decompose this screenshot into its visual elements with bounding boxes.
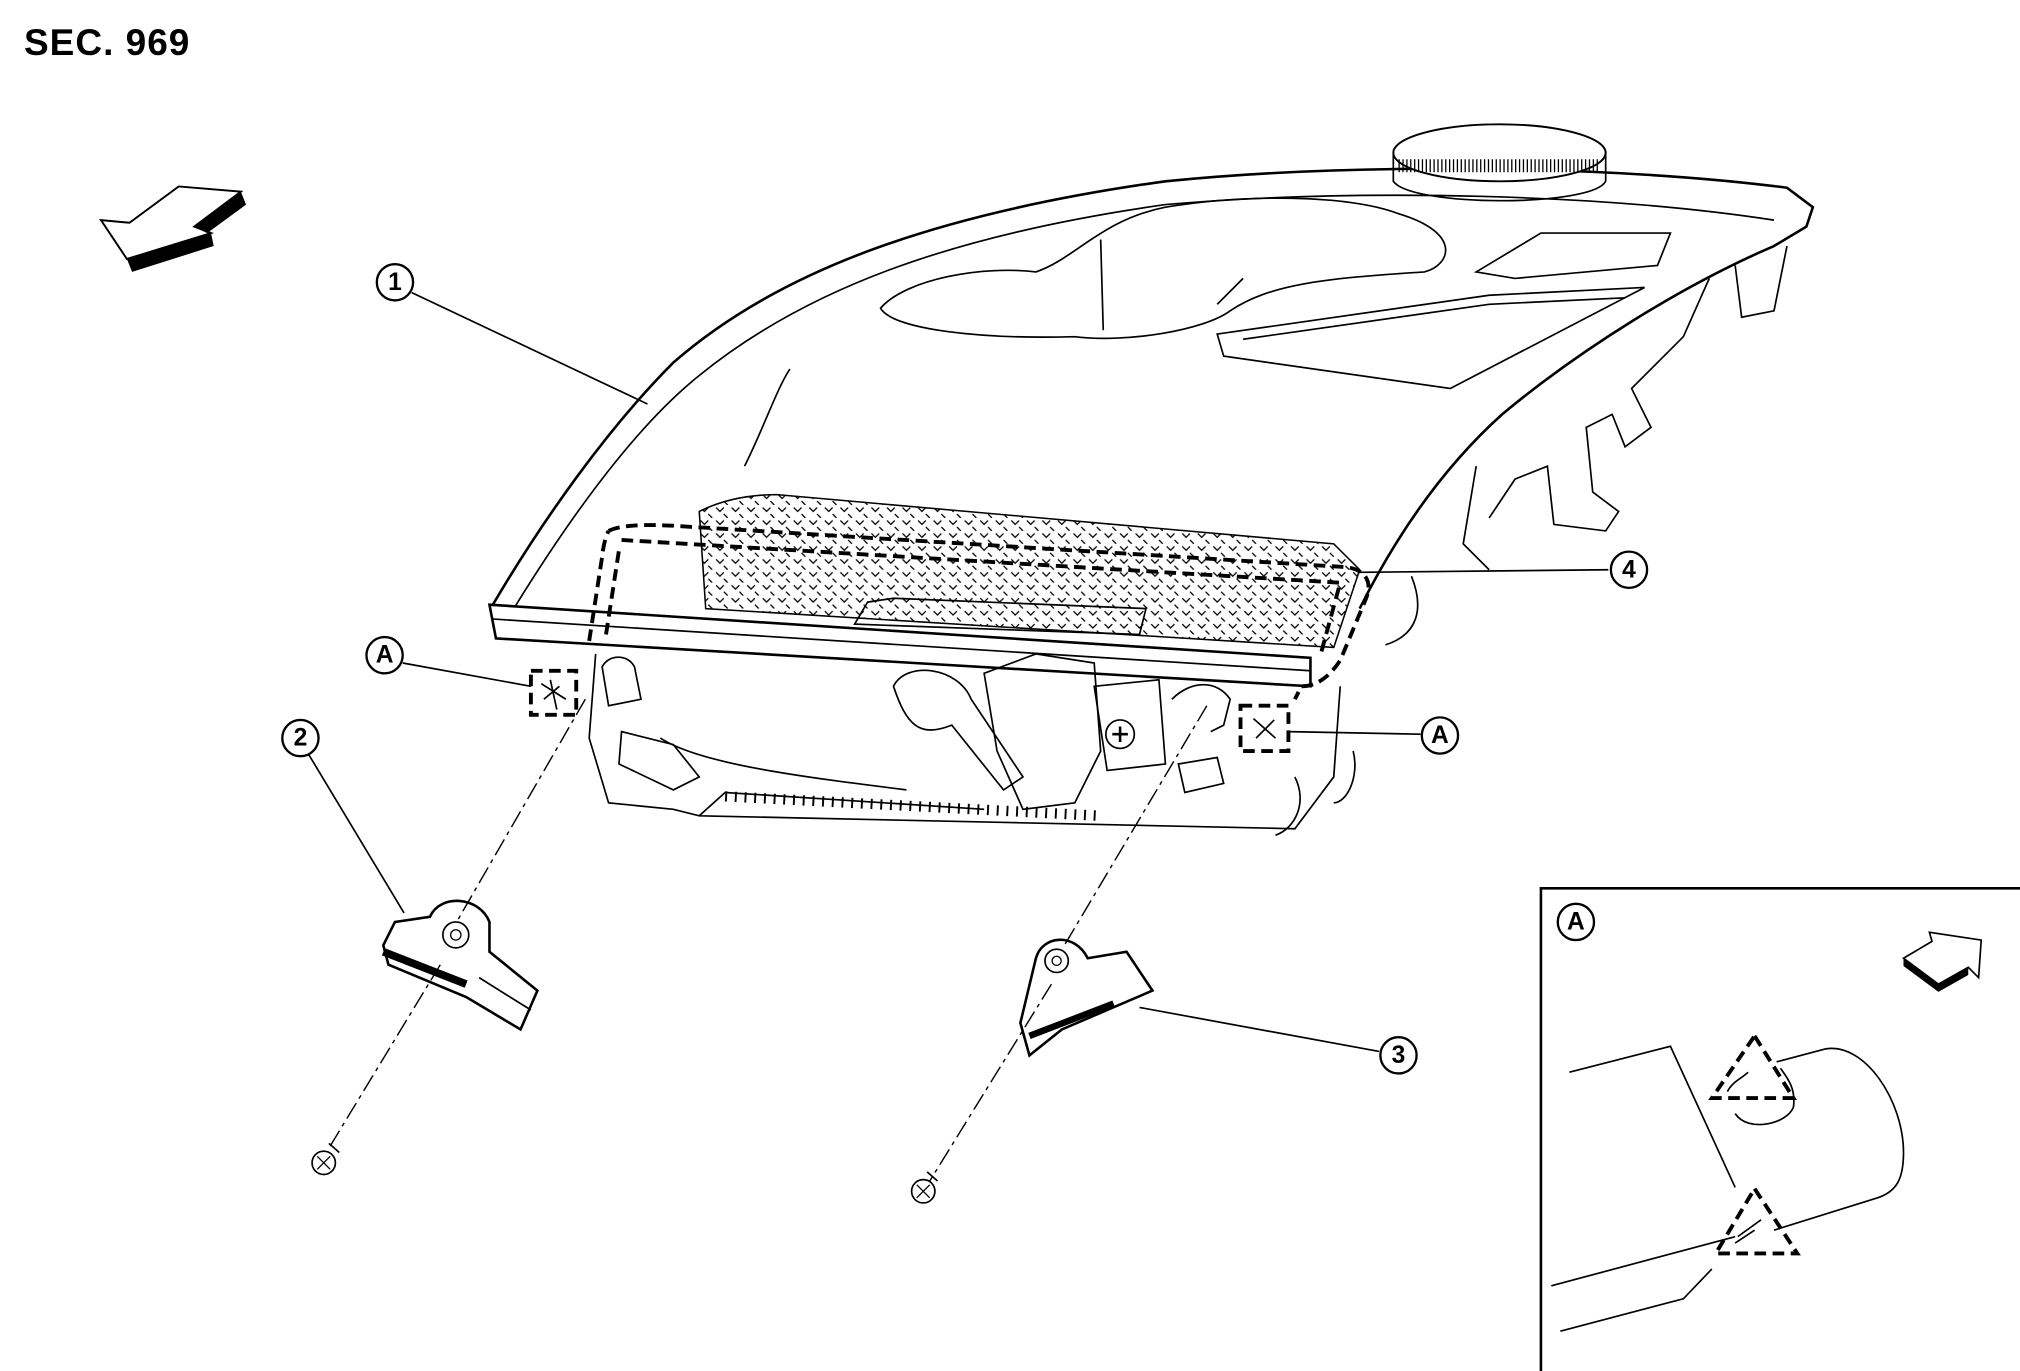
svg-text:A: A	[1431, 722, 1449, 749]
install-line-left-lower	[329, 964, 441, 1147]
callout-part-3: 3	[1379, 1036, 1418, 1075]
console-finisher	[487, 123, 1815, 837]
inset-label: A	[1556, 902, 1596, 942]
svg-text:2: 2	[294, 725, 308, 752]
detail-inset-a: A	[1539, 887, 2020, 1371]
callout-part-2: 2	[281, 718, 320, 758]
svg-text:1: 1	[388, 269, 402, 296]
front-direction-arrow-icon	[99, 185, 247, 272]
sensor-part-3	[1019, 938, 1155, 1058]
install-line-left-upper	[450, 698, 586, 933]
svg-text:A: A	[376, 642, 394, 669]
callout-detail-a-left: A	[365, 635, 404, 675]
svg-text:4: 4	[1622, 556, 1636, 583]
svg-text:A: A	[1567, 908, 1585, 935]
screw-icon	[910, 1171, 939, 1204]
section-label: SEC. 969	[24, 22, 191, 63]
front-direction-arrow-icon	[1901, 931, 1983, 992]
install-line-right-lower	[929, 983, 1053, 1182]
install-line-right-upper	[1063, 705, 1208, 946]
sensor-part-2	[381, 899, 539, 1032]
svg-text:3: 3	[1392, 1042, 1406, 1069]
screw-icon	[311, 1142, 340, 1176]
callout-part-4: 4	[1609, 550, 1649, 590]
callout-detail-a-right: A	[1420, 716, 1460, 755]
callout-part-1: 1	[375, 262, 415, 302]
